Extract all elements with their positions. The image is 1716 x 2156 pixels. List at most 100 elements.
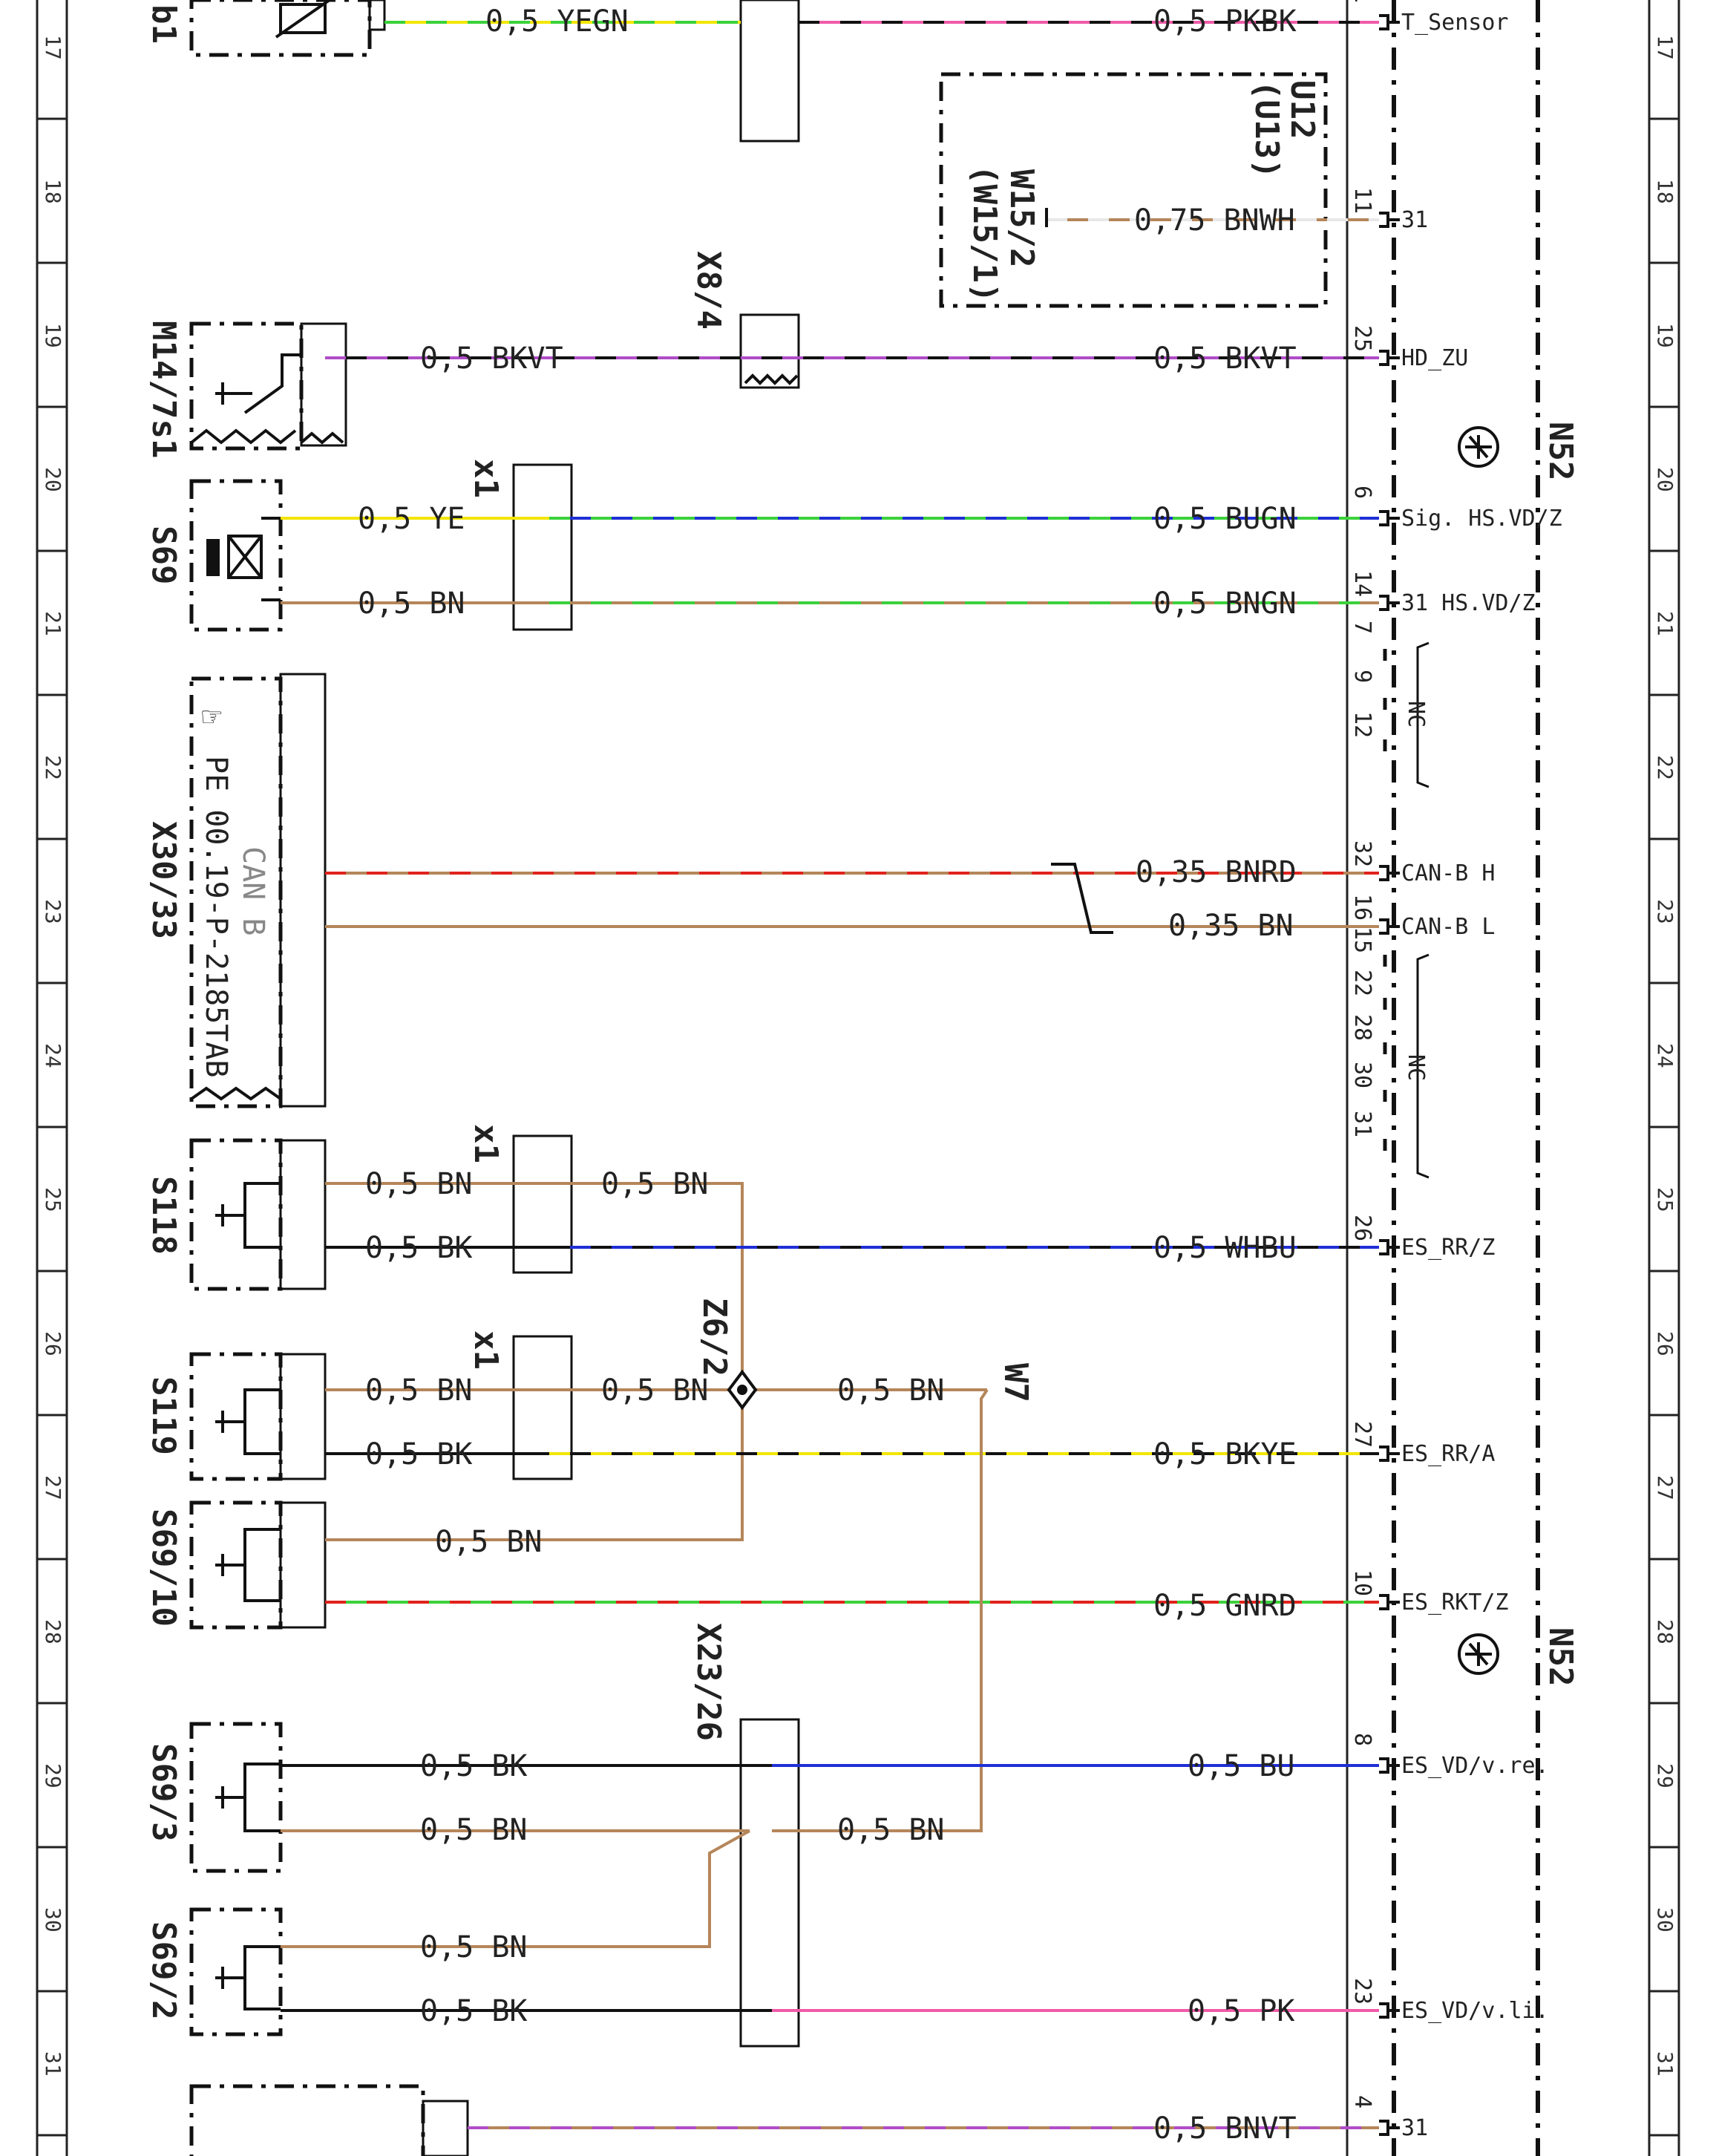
label-x1-a: x1: [467, 459, 505, 498]
nc-bracket-2: NC: [1403, 953, 1430, 1179]
wire-label-bn-s118-b: 0,5 BN: [601, 1167, 709, 1201]
wire-labels: 0,5 YEGN 0,5 PKBK 0,75 BNWH 0,5 BKVT 0,5…: [358, 4, 1297, 2146]
label-s118: S118: [145, 1176, 183, 1255]
n52-signal-label: ES_RR/Z: [1401, 1235, 1495, 1261]
grid-row-number-right: 28: [1653, 1619, 1677, 1644]
n52-pin-terminal: [1379, 1757, 1400, 1774]
grid-row-number-right: 24: [1653, 1043, 1677, 1068]
wires: [281, 21, 1379, 2129]
label-w7: W7: [997, 1363, 1035, 1402]
n52-pin-number: 11: [1349, 187, 1375, 214]
n52-pin-number: 27: [1349, 1421, 1375, 1448]
grid-row-number-right: 20: [1653, 467, 1677, 492]
module-n52: N52 N52: [1346, 0, 1579, 2156]
n52-pin-number: 16: [1349, 894, 1375, 921]
wire-label-bkye: 0,5 BKYE: [1153, 1437, 1297, 1471]
wire-label-pkbk: 0,5 PKBK: [1153, 4, 1297, 39]
n52-pin-number: 31: [1349, 1111, 1375, 1137]
n52-pin-number: 10: [1349, 1569, 1375, 1596]
switch-symbols: [190, 0, 1113, 2010]
label-x8-4: X8/4: [690, 251, 727, 330]
wire-label-bnvt: 0,5 BNVT: [1153, 2111, 1297, 2146]
box-s69: [189, 479, 283, 632]
n52-pin-number: 9: [1349, 670, 1375, 683]
n52-pin-number: 28: [1349, 1014, 1375, 1041]
grid-row-number-left: 31: [41, 2051, 65, 2077]
grid-row-number-right: 21: [1653, 611, 1677, 636]
n52-pin-terminal: [1379, 2002, 1400, 2019]
n52-pin-terminal: [1379, 865, 1400, 881]
grid-row-number-left: 30: [41, 1907, 65, 1933]
n52-signal-label: T_Sensor: [1401, 10, 1509, 36]
wire-label-bn-s118-a: 0,5 BN: [365, 1167, 473, 1201]
grid-row-number-right: 18: [1653, 179, 1677, 204]
nc-label-1: NC: [1403, 701, 1429, 728]
wire-label-bn-w7: 0,5 BN: [837, 1373, 945, 1408]
label-m14: M14/7s1: [145, 321, 183, 458]
box-b1: [189, 0, 372, 57]
label-u12: U12: [1283, 80, 1321, 139]
wire-label-bn-s69: 0,5 BN: [358, 587, 465, 621]
block-b1-plug: [368, 0, 386, 31]
label-s69: S69: [145, 526, 183, 584]
wire-label-bn-x23: 0,5 BN: [837, 1813, 945, 1847]
component-labels: b1 U12 (U13) W15/2 (W15/1) X8/4 M14/7s1 …: [145, 4, 1321, 2019]
label-s119: S119: [145, 1376, 183, 1455]
n52-pin-terminal: [1379, 1594, 1400, 1610]
module-n52-label-top: N52: [1542, 422, 1579, 480]
n52-pin-number: 30: [1349, 1062, 1375, 1088]
n52-signal-label: CAN-B H: [1401, 860, 1495, 886]
wire-label-bn-s69-10: 0,5 BN: [435, 1525, 543, 1559]
n52-pin-number: 8: [1349, 1733, 1375, 1746]
n52-signal-label: ES_VD/v.re.: [1401, 1753, 1549, 1779]
grid-row-number-right: 22: [1653, 755, 1677, 780]
n52-signal-label: ES_RKT/Z: [1401, 1590, 1509, 1616]
wire-label-whbu: 0,5 WHBU: [1153, 1231, 1297, 1265]
n52-signal-label: 31: [1401, 207, 1428, 233]
label-x23-26: X23/26: [690, 1623, 727, 1741]
n52-pin-terminal: [1379, 212, 1400, 228]
transistor-symbol-bottom: [1458, 1633, 1499, 1675]
wire-label-bnwh: 0,75 BNWH: [1134, 203, 1295, 238]
wire-label-bnrd: 0,35 BNRD: [1136, 855, 1297, 889]
label-s69-2: S69/2: [145, 1921, 183, 2019]
wire-label-bu: 0,5 BU: [1188, 1749, 1295, 1783]
n52-signal-label: 31 HS.VD/Z: [1401, 590, 1536, 616]
n52-pin-number: 14: [1349, 570, 1375, 597]
n52-pin-number: 23: [1349, 1978, 1375, 2005]
handshake-icon: ☞: [202, 698, 222, 736]
n52-pin-terminal: [1379, 14, 1400, 30]
n52-signal-label: HD_ZU: [1401, 345, 1468, 371]
label-x1-b: x1: [467, 1124, 505, 1163]
grid-row-number-right: 17: [1653, 35, 1677, 60]
box-m14: [189, 321, 304, 451]
splice-z6-2: [727, 1369, 758, 1411]
block-x1-b: [512, 1134, 573, 1274]
label-w15-2: W15/2: [1003, 169, 1041, 267]
block-x1-a: [512, 463, 573, 631]
wire-label-bn-s119-a: 0,5 BN: [365, 1373, 473, 1408]
wire-label-bk-s118: 0,5 BK: [365, 1231, 473, 1265]
box-s69-3: [189, 1722, 283, 1873]
wire-bn-s118: [325, 1182, 744, 1541]
block-s69-10-plug: [279, 1501, 327, 1629]
grid-row-number-left: 24: [41, 1043, 65, 1068]
wire-label-bkvt-2: 0,5 BKVT: [1153, 342, 1297, 376]
nc-bracket-1: NC: [1403, 641, 1430, 788]
wire-w7-drop: [772, 1388, 989, 1832]
block-x23-26: [739, 1718, 800, 2048]
label-can-b: CAN B: [236, 846, 270, 935]
n52-pin-number: 32: [1349, 840, 1375, 867]
grid-row-number-right: 26: [1653, 1331, 1677, 1356]
n52-signal-label: CAN-B L: [1401, 914, 1495, 940]
component-boxes: [189, 0, 1328, 2156]
frame: [36, 0, 1680, 2156]
wire-label-bkvt-1: 0,5 BKVT: [420, 342, 563, 376]
grid-row-number-right: 29: [1653, 1763, 1677, 1788]
grid-row-number-right: 25: [1653, 1187, 1677, 1212]
wire-label-bugn: 0,5 BUGN: [1153, 502, 1297, 536]
label-s69-10: S69/10: [145, 1509, 183, 1627]
